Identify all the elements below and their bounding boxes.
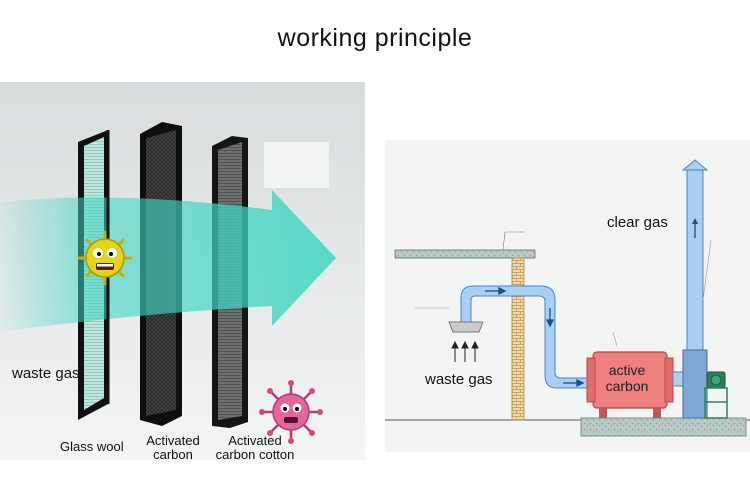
duct-flow-arrows bbox=[485, 286, 585, 388]
fan-motor bbox=[704, 371, 728, 419]
ceiling-slab bbox=[394, 249, 536, 259]
left-waste-gas-label: waste gas bbox=[12, 365, 80, 382]
leader-line-2 bbox=[502, 231, 506, 251]
chimney bbox=[681, 159, 712, 419]
page-title: working principle bbox=[277, 24, 473, 52]
filter-layers-illustration bbox=[0, 82, 365, 460]
active-carbon-unit bbox=[586, 351, 674, 418]
filter-layers-svg bbox=[0, 82, 365, 460]
exhaust-hood bbox=[448, 321, 484, 333]
unit-leader bbox=[612, 331, 618, 347]
activated-carbon-cotton-label: Activated carbon cotton bbox=[215, 433, 295, 462]
process-schematic bbox=[385, 140, 750, 452]
intake-arrows bbox=[451, 340, 479, 362]
active-carbon-unit-label: active carbon bbox=[605, 362, 649, 394]
airflow-arrow bbox=[0, 190, 336, 332]
equipment-base bbox=[580, 417, 747, 437]
right-waste-gas-label: waste gas bbox=[425, 371, 493, 388]
brick-column bbox=[511, 257, 525, 421]
activated-carbon-label: Activated carbon bbox=[146, 433, 200, 462]
process-schematic-svg bbox=[385, 140, 750, 452]
light-panel bbox=[264, 142, 329, 188]
yellow-germ-icon bbox=[77, 230, 133, 286]
clear-gas-label: clear gas bbox=[607, 214, 668, 231]
glass-wool-label: Glass wool bbox=[60, 439, 124, 454]
pink-germ-icon bbox=[259, 380, 323, 444]
